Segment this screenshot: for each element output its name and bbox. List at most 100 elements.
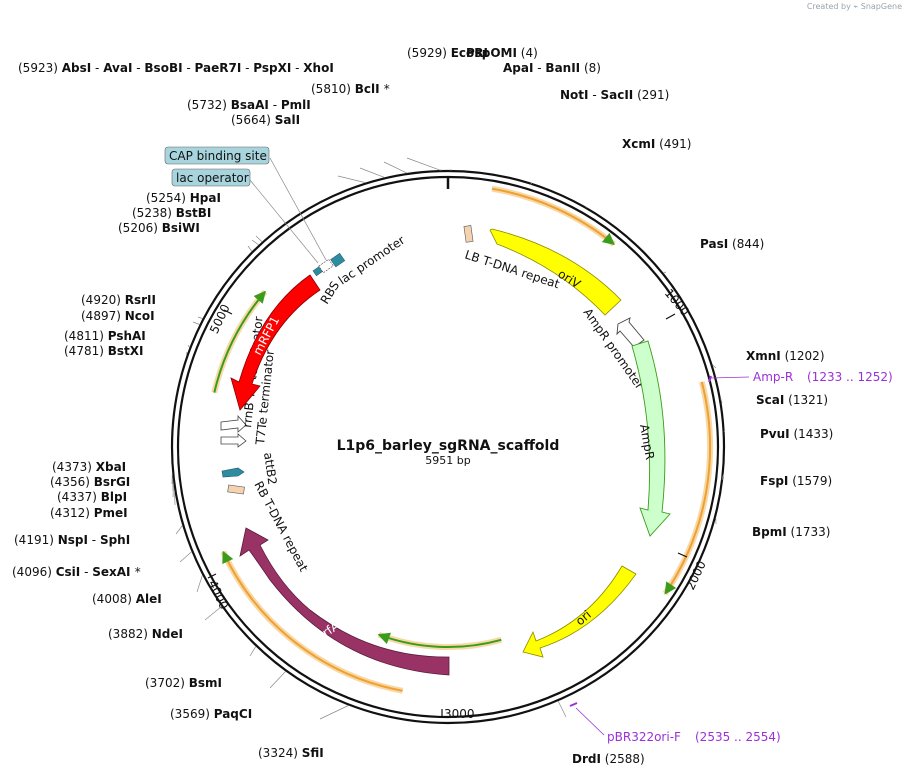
orf-arrow	[213, 290, 266, 393]
tick-label-3000: 3000	[444, 707, 475, 721]
site-leader-line	[186, 351, 188, 356]
primer-amp-r: Amp-R (1233 .. 1252)	[708, 370, 893, 384]
orf-arrow	[491, 187, 615, 246]
restriction-site-label: (3882) NdeI	[108, 627, 183, 641]
site-leader-line	[585, 206, 589, 209]
restriction-site-label: XcmI (491)	[622, 137, 691, 151]
feature-attb2	[221, 467, 245, 478]
backbone-outer-ring	[170, 169, 726, 725]
credit-prefix: Created by	[806, 2, 851, 11]
boxed-label-lac-operator: lac operator	[171, 168, 319, 264]
restriction-site-label: DrdI (2588)	[572, 752, 645, 766]
site-leader-line	[175, 525, 183, 535]
snapgene-logo-icon: ⌁	[853, 2, 859, 11]
site-leader-line	[179, 551, 192, 563]
feature-t7te-terminator	[220, 433, 247, 448]
feature-rrnb-t1-terminator	[220, 414, 247, 433]
site-leader-line	[319, 705, 349, 720]
tick-label-2000: 2000	[683, 559, 709, 593]
restriction-site-label: (4096) CsiI - SexAI *	[12, 565, 141, 579]
site-leader-line	[359, 167, 385, 178]
restriction-site-label: (4811) PshAI	[64, 329, 146, 343]
feature-oriv	[489, 228, 622, 316]
restriction-site-label: (4191) NspI - SphI	[14, 533, 130, 547]
primer-amp-r-name: Amp-R	[753, 370, 793, 384]
restriction-site-label: (5923) AbsI - AvaI - BsoBI - PaeR7I - Ps…	[18, 61, 334, 75]
site-leader-line	[720, 398, 723, 404]
orf-arrow	[377, 632, 502, 649]
orf-arrow	[664, 381, 712, 595]
restriction-site-label: BpmI (1733)	[752, 525, 830, 539]
primer-pbr322ori-f-range: (2535 .. 2554)	[695, 730, 781, 744]
site-leader-line	[255, 235, 263, 242]
restriction-site-label: (5732) BsaAI - PmlI	[187, 98, 311, 112]
restriction-site-label: (4356) BsrGI	[50, 475, 130, 489]
feature-ori	[522, 565, 637, 658]
restriction-site-label: (4781) BstXI	[64, 344, 143, 358]
primer-pbr322ori-f: pBR322ori-F (2535 .. 2554)	[569, 702, 781, 744]
restriction-site-label: (5254) HpaI	[146, 191, 221, 205]
site-leader-line	[174, 490, 176, 506]
site-leader-line	[192, 321, 200, 325]
site-leader-line	[557, 700, 567, 718]
feature-label-ampr: AmpR	[637, 423, 657, 461]
restriction-site-label: (4897) NcoI	[81, 309, 155, 323]
site-leader-line	[204, 606, 222, 621]
site-leader-line	[529, 182, 533, 186]
tick-3000: 3000	[441, 707, 475, 721]
plasmid-length: 5951 bp	[425, 454, 470, 467]
restriction-site-label: (5238) BstBI	[132, 206, 211, 220]
restriction-site-label: PvuI (1433)	[760, 427, 833, 441]
restriction-site-label: PspOMI (4)	[466, 46, 538, 60]
restriction-site-label: FspI (1579)	[760, 474, 832, 488]
site-leader-line	[406, 157, 440, 171]
restriction-site-label: (5664) SalI	[231, 113, 300, 127]
restriction-site-label: (3569) PaqCI	[170, 707, 252, 721]
tick-label-4000: 4000	[205, 578, 231, 612]
snapgene-credit: Created by ⌁ SnapGene	[807, 2, 902, 11]
site-leader-line	[721, 473, 725, 481]
plasmid-name: L1p6_barley_sgRNA_scaffold	[337, 438, 560, 454]
primer-pbr322ori-f-name: pBR322ori-F	[607, 730, 681, 744]
site-leader-line	[723, 430, 725, 433]
feature-trfa	[239, 527, 450, 676]
orf-halo	[662, 381, 714, 596]
leader-line-layer	[171, 157, 725, 720]
feature-label-rbs: RBS	[318, 279, 343, 307]
site-leader-line	[249, 646, 257, 657]
restriction-site-label: (5929) EcoRI	[407, 46, 488, 60]
tick-label-1000: 1000	[662, 286, 692, 318]
restriction-site-label: ScaI (1321)	[756, 393, 828, 407]
restriction-site-label: (4920) RsrII	[81, 293, 156, 307]
feature-label-attb2: attB2	[261, 451, 279, 485]
boxed-label-cap-text: CAP binding site	[169, 149, 267, 163]
restriction-site-label: XmnI (1202)	[746, 349, 825, 363]
restriction-site-label: (5206) BsiWI	[118, 221, 200, 235]
feature-rb-tdna-repeat	[227, 484, 245, 495]
restriction-site-label: (5810) BclI *	[311, 82, 390, 96]
orf-arrow	[222, 550, 403, 692]
restriction-site-label: (3702) BsmI	[145, 676, 222, 690]
site-leader-line	[247, 245, 253, 252]
feature-lb-tdna-repeat	[463, 225, 474, 243]
site-leader-line	[269, 671, 286, 689]
feature-mrfp1	[230, 274, 321, 411]
restriction-site-label: (4008) AleI	[92, 592, 162, 606]
credit-brand: SnapGene	[860, 2, 902, 11]
restriction-site-label: (4337) BlpI	[57, 490, 127, 504]
restriction-site-label: NotI - SacII (291)	[560, 88, 669, 102]
site-leader-line	[251, 239, 259, 246]
site-leader-line	[712, 364, 717, 369]
orf-layer	[211, 185, 714, 694]
boxed-label-lac-text: lac operator	[176, 171, 249, 185]
feature-ampr-promoter	[616, 317, 645, 348]
restriction-site-label: PasI (844)	[700, 237, 764, 251]
site-leader-line	[383, 161, 408, 174]
feature-rbs-block	[312, 252, 346, 277]
boxed-label-cap-binding-site: CAP binding site	[164, 146, 327, 261]
site-leader-line	[197, 316, 203, 319]
restriction-site-label: (3324) SfiI	[258, 746, 324, 760]
tick-1000: 1000	[662, 286, 692, 320]
